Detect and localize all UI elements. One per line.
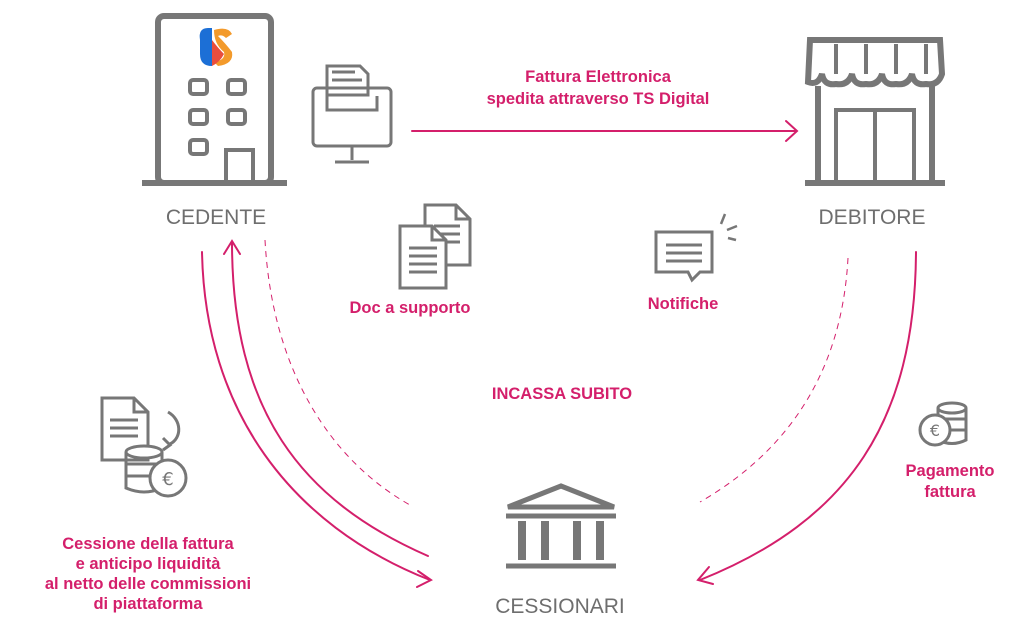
cessione-label-line2: e anticipo liquidità — [76, 555, 222, 573]
svg-text:€: € — [162, 469, 173, 490]
fattura-arrow — [411, 120, 799, 142]
svg-text:€: € — [930, 421, 940, 440]
incassa-dashed-right — [699, 257, 849, 503]
cessionari-label: CESSIONARI — [495, 595, 625, 618]
doc-supporto-label: Doc a supporto — [349, 299, 470, 317]
pagamento-arrow — [696, 251, 917, 585]
pagamento-label-line2: fattura — [924, 483, 976, 501]
office-building-icon — [142, 13, 287, 186]
fattura-label-line2: spedita attraverso TS Digital — [487, 90, 710, 108]
bank-icon — [506, 483, 616, 569]
euro-coins-icon: € — [918, 401, 968, 447]
cessione-label-line1: Cessione della fattura — [62, 535, 234, 553]
ts-logo — [199, 28, 233, 67]
pagamento-label-line1: Pagamento — [906, 462, 995, 480]
fattura-label-line1: Fattura Elettronica — [525, 68, 672, 86]
cessione-label-line3: al netto delle commissioni — [45, 575, 251, 593]
notification-icon — [654, 213, 738, 283]
computer-icon — [311, 64, 393, 164]
document-coins-icon: € — [100, 396, 188, 498]
debitore-label: DEBITORE — [819, 206, 926, 229]
documents-icon — [398, 203, 472, 290]
cedente-label: CEDENTE — [166, 206, 266, 229]
anticipo-arrow — [223, 239, 429, 557]
cessione-label-line4: di piattaforma — [93, 595, 203, 613]
shop-icon — [804, 37, 946, 186]
notifiche-label: Notifiche — [648, 295, 719, 313]
incassa-dashed-left — [264, 239, 411, 506]
incassa-label: INCASSA SUBITO — [492, 385, 632, 403]
cessione-arrow — [201, 251, 433, 588]
